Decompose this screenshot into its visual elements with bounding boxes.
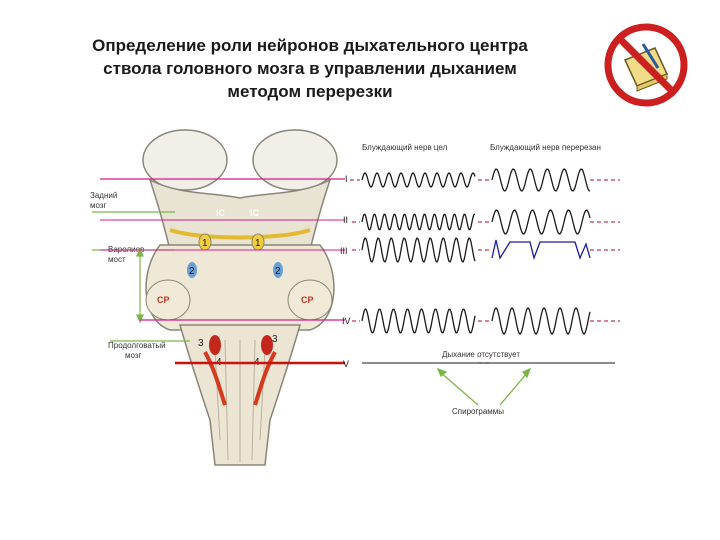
header-vagus-intact: Блуждающий нерв цел xyxy=(362,143,448,152)
n1-left-label: 1 xyxy=(202,238,208,249)
respiration-traces xyxy=(361,168,591,335)
red-nucleus-right xyxy=(261,335,273,355)
n2-left-label: 2 xyxy=(189,266,195,277)
level-V-label: V xyxy=(343,359,349,369)
medulla-label-line2: мозг xyxy=(125,351,142,360)
posterior-brain-label-line1: Задний xyxy=(90,191,117,200)
brainstem-transection-diagram: SC SC IC IC CP CP 1 1 2 2 3 3 4 4 Задний… xyxy=(90,129,620,466)
no-book-icon xyxy=(604,23,688,107)
cp-right-label: CP xyxy=(301,295,314,305)
cp-left-label: CP xyxy=(157,295,170,305)
sc-left-label: SC xyxy=(213,185,226,195)
sc-right-label: SC xyxy=(252,185,265,195)
ic-left-label: IC xyxy=(216,208,226,218)
title-line-2: ствола головного мозга в управлении дыха… xyxy=(103,59,517,78)
n3-left-label: 3 xyxy=(198,338,204,349)
red-nucleus-left xyxy=(209,335,221,355)
brainstem-illustration xyxy=(142,129,338,466)
level-II-label: II xyxy=(343,215,348,225)
trace-cut-II xyxy=(491,209,591,235)
pons-label-line2: мост xyxy=(108,255,126,264)
no-breathing-label: Дыхание отсутствует xyxy=(442,350,520,359)
header-vagus-cut: Блуждающий нерв перерезан xyxy=(490,143,601,152)
title-line-1: Определение роли нейронов дыхательного ц… xyxy=(92,36,528,55)
level-III-label: III xyxy=(340,246,348,256)
n1-right-label: 1 xyxy=(255,238,261,249)
ic-right-label: IC xyxy=(250,208,260,218)
page-title: Определение роли нейронов дыхательного ц… xyxy=(30,34,590,103)
trace-intact-II xyxy=(361,213,475,231)
medulla-label-line1: Продолговатый xyxy=(108,341,166,350)
trace-cut-IV xyxy=(491,307,591,335)
medulla-label: Продолговатый мозг xyxy=(108,341,168,360)
trace-intact-IV xyxy=(361,308,476,334)
trace-cut-III xyxy=(491,239,591,261)
pneumograms-label: Спирограммы xyxy=(452,407,504,416)
trace-intact-III xyxy=(361,237,476,263)
left-hemisphere xyxy=(142,129,228,191)
level-IV-label: IV xyxy=(342,316,351,326)
yellow-tract xyxy=(169,228,311,240)
posterior-brain-label-line2: мозг xyxy=(90,201,107,210)
n2-right-label: 2 xyxy=(275,266,281,277)
trace-intact-I xyxy=(361,172,476,188)
level-I-label: I xyxy=(345,174,348,184)
posterior-brain-label: Задний мозг xyxy=(90,191,120,210)
right-hemisphere xyxy=(252,129,338,191)
cut-lines xyxy=(100,178,345,365)
midbrain-body xyxy=(148,178,332,251)
n3-right-label: 3 xyxy=(272,334,278,345)
trace-cut-I xyxy=(491,168,591,192)
title-line-3: методом перерезки xyxy=(227,82,393,101)
